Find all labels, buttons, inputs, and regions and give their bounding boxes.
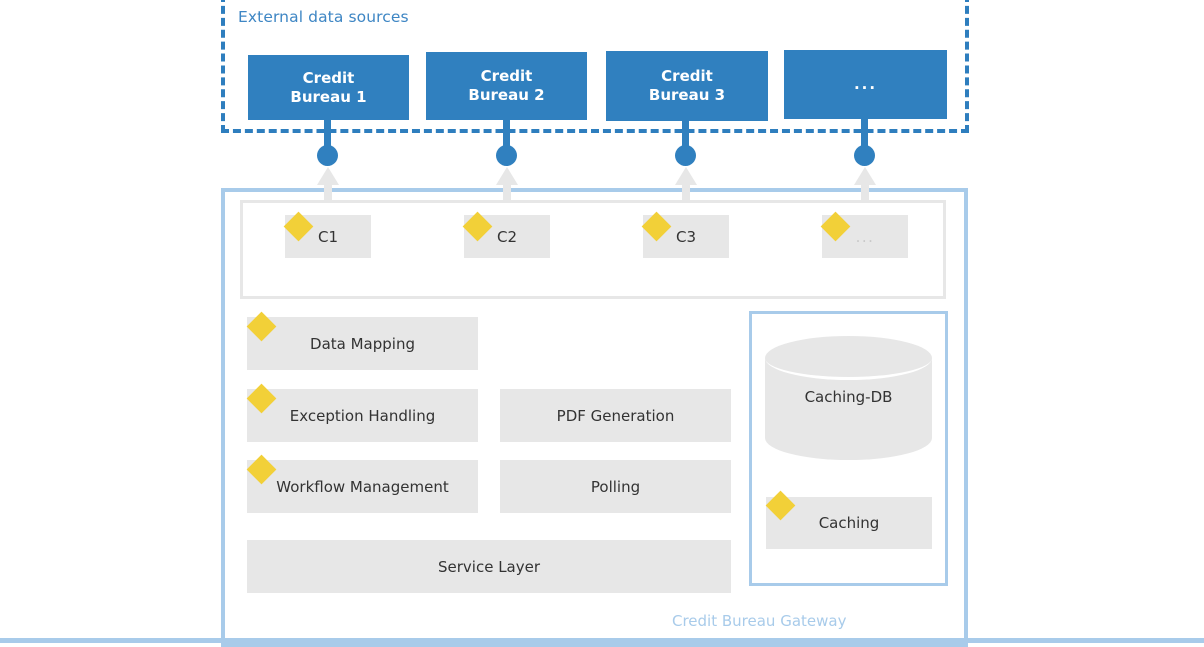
component-polling-label: Polling <box>590 477 641 496</box>
component-caching-label: Caching <box>818 514 880 532</box>
component-exception-handling-label: Exception Handling <box>289 406 436 425</box>
credit-bureau-1-line1: Credit <box>302 68 355 87</box>
component-data-mapping-label: Data Mapping <box>310 334 415 353</box>
credit-bureau-more-socket <box>854 145 875 166</box>
bottom-baseline-left-gap <box>0 633 221 638</box>
component-pdf-generation-tile[interactable]: PDF Generation <box>500 389 731 442</box>
credit-bureau-3-socket <box>675 145 696 166</box>
credit-bureau-1-stem <box>324 120 331 156</box>
credit-bureau-more-label: ... <box>853 75 878 93</box>
component-data-mapping-tile[interactable]: Data Mapping <box>247 317 478 370</box>
caching-db-label: Caching-DB <box>804 388 893 406</box>
credit-bureau-2-stem <box>503 120 510 156</box>
component-polling-tile[interactable]: Polling <box>500 460 731 513</box>
credit-bureau-1-line2: Bureau 1 <box>290 87 367 106</box>
caching-db-cylinder-icon: Caching-DB <box>765 336 932 460</box>
connector-more-label: ... <box>855 227 875 246</box>
credit-bureau-3-line1: Credit <box>661 67 713 85</box>
connector-arrow-2-head <box>496 167 518 185</box>
credit-bureau-1-socket <box>317 145 338 166</box>
credit-bureau-3-line2: Bureau 3 <box>648 86 726 104</box>
external-data-sources-title: External data sources <box>238 8 409 26</box>
connector-c3-label: C3 <box>675 227 697 246</box>
component-pdf-generation-label: PDF Generation <box>556 406 675 425</box>
connector-c1-label: C1 <box>317 227 339 246</box>
external-data-sources-container <box>221 0 969 133</box>
credit-bureau-1-box[interactable]: Credit Bureau 1 <box>248 55 409 120</box>
component-exception-handling-tile[interactable]: Exception Handling <box>247 389 478 442</box>
component-workflow-management-tile[interactable]: Workflow Management <box>247 460 478 513</box>
caching-db-cylinder-top <box>765 336 932 380</box>
credit-bureau-2-line2: Bureau 2 <box>468 86 545 104</box>
credit-bureau-3-box[interactable]: Credit Bureau 3 <box>606 51 768 121</box>
connector-arrow-3-head <box>675 167 697 185</box>
bottom-baseline-rule <box>0 638 1204 643</box>
component-caching-tile[interactable]: Caching <box>766 497 932 549</box>
connector-arrow-4-head <box>854 167 876 185</box>
connector-c2-label: C2 <box>496 227 518 246</box>
credit-bureau-2-line1: Credit <box>480 67 533 85</box>
connector-arrow-1-head <box>317 167 339 185</box>
credit-bureau-2-socket <box>496 145 517 166</box>
component-service-layer-tile[interactable]: Service Layer <box>247 540 731 593</box>
credit-bureau-3-stem <box>682 120 689 156</box>
component-service-layer-label: Service Layer <box>437 557 541 576</box>
component-workflow-management-label: Workflow Management <box>276 477 449 496</box>
credit-bureau-gateway-label: Credit Bureau Gateway <box>672 612 847 630</box>
credit-bureau-more-stem <box>861 119 868 156</box>
credit-bureau-2-box[interactable]: Credit Bureau 2 <box>426 52 587 120</box>
credit-bureau-more-box[interactable]: ... <box>784 50 947 119</box>
